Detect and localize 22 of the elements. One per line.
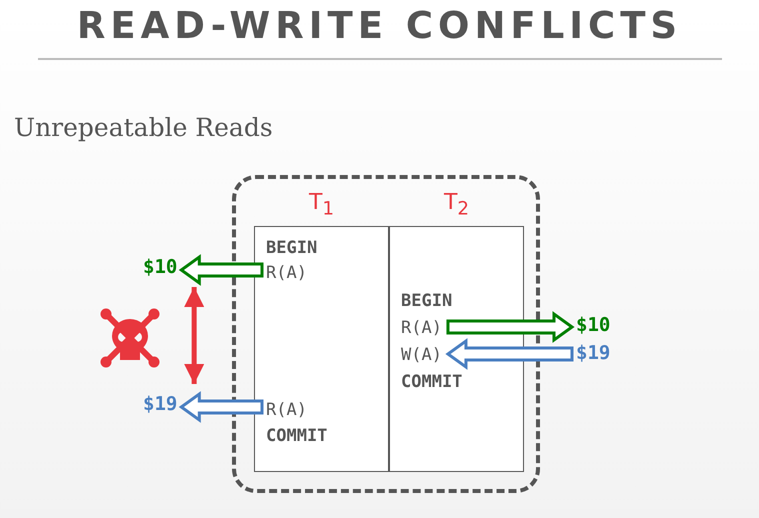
hollow-arrow: [178, 391, 264, 423]
operation-text: BEGIN: [266, 237, 318, 259]
operation-text: R(A): [266, 399, 307, 421]
operation-text: W(A): [401, 344, 442, 366]
double-arrow: [184, 287, 204, 384]
value-label: $10: [143, 255, 178, 279]
value-label: $19: [143, 392, 178, 416]
schedule-box: [232, 175, 540, 493]
operation-text: BEGIN: [401, 290, 452, 312]
column-header: T$_{2}$: [442, 189, 470, 222]
operation-text: R(A): [266, 262, 307, 284]
subtitle: Unrepeatable Reads: [14, 113, 273, 142]
hollow-arrow: [445, 338, 574, 370]
hollow-arrow: [446, 311, 575, 343]
hollow-arrow: [178, 254, 264, 286]
slide-title: READ-WRITE CONFLICTS: [76, 4, 682, 47]
operation-text: R(A): [401, 317, 442, 339]
operation-text: COMMIT: [401, 371, 462, 393]
operation-text: COMMIT: [266, 425, 328, 447]
value-label: $10: [576, 313, 610, 337]
column-header: T$_{1}$: [308, 189, 336, 222]
value-label: $19: [576, 341, 610, 365]
